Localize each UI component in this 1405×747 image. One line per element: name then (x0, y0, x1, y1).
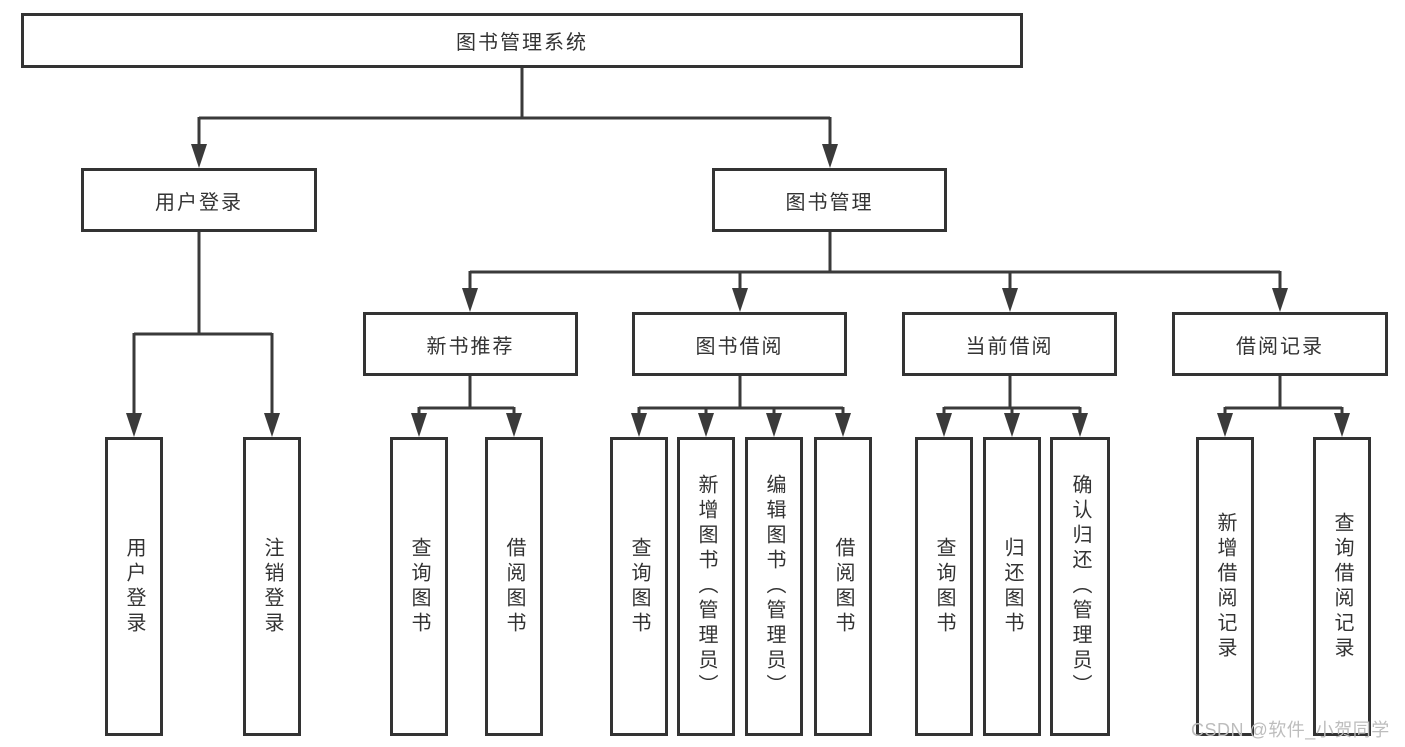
node-book-management: 图书管理 (712, 168, 947, 232)
leaf-add-books-admin: 新增图书（管理员） (677, 437, 735, 736)
node-borrow-records: 借阅记录 (1172, 312, 1388, 376)
node-library-management-system: 图书管理系统 (21, 13, 1023, 68)
leaf-user-login: 用户登录 (105, 437, 163, 736)
leaf-borrow-books-recommend: 借阅图书 (485, 437, 543, 736)
leaf-logout: 注销登录 (243, 437, 301, 736)
node-new-book-recommend: 新书推荐 (363, 312, 578, 376)
leaf-add-borrow-record: 新增借阅记录 (1196, 437, 1254, 736)
leaf-edit-books-admin: 编辑图书（管理员） (745, 437, 803, 736)
leaf-query-books-current: 查询图书 (915, 437, 973, 736)
node-book-borrow: 图书借阅 (632, 312, 847, 376)
leaf-borrow-books: 借阅图书 (814, 437, 872, 736)
leaf-return-books: 归还图书 (983, 437, 1041, 736)
leaf-query-books-borrow: 查询图书 (610, 437, 668, 736)
arrowheads (126, 144, 1350, 437)
leaf-query-books-recommend: 查询图书 (390, 437, 448, 736)
csdn-watermark: CSDN @软件_小贺同学 (1191, 720, 1390, 740)
leaf-confirm-return-admin: 确认归还（管理员） (1050, 437, 1110, 736)
leaf-query-borrow-record: 查询借阅记录 (1313, 437, 1371, 736)
node-current-borrow: 当前借阅 (902, 312, 1117, 376)
node-user-login: 用户登录 (81, 168, 317, 232)
